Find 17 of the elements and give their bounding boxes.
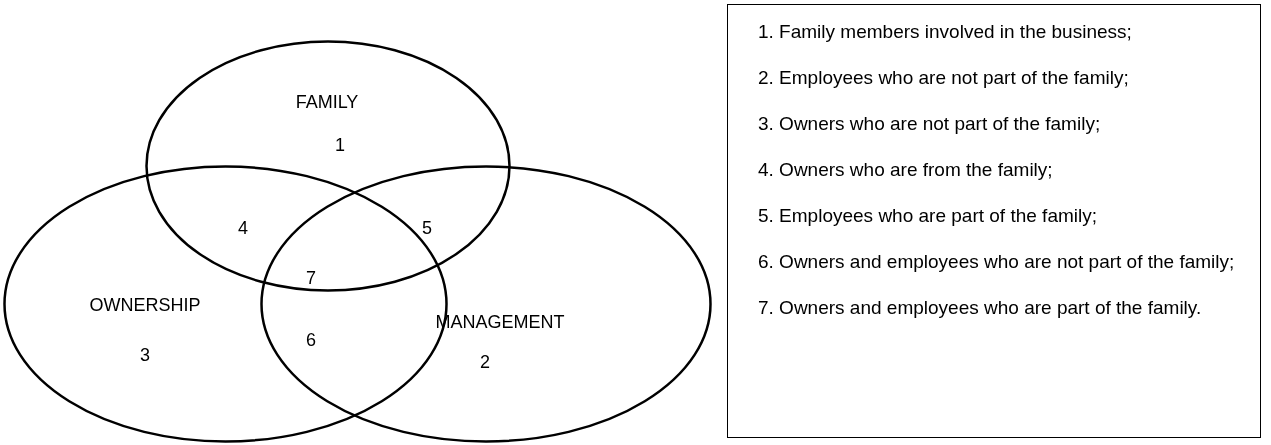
list-item: 4. Owners who are from the family; xyxy=(758,158,1054,182)
list-item: 7. Owners and employees who are part of the family. xyxy=(758,296,1203,320)
set-label: FAMILY xyxy=(295,91,359,113)
region-number: 1 xyxy=(335,134,345,156)
list-item: 2. Employees who are not part of the family; xyxy=(758,66,1130,90)
region-number: 4 xyxy=(238,217,248,239)
list-item: 6. Owners and employees who are not part of the family; xyxy=(758,250,1236,274)
text-box xyxy=(727,4,1261,438)
region-number: 5 xyxy=(422,217,432,239)
set-label: OWNERSHIP xyxy=(89,294,201,316)
list-item: 5. Employees who are part of the family; xyxy=(758,204,1098,228)
region-number: 6 xyxy=(306,329,316,351)
region-number: 7 xyxy=(306,267,316,289)
list-item: 1. Family members involved in the business; xyxy=(758,20,1133,44)
region-number: 3 xyxy=(140,344,150,366)
list-item: 3. Owners who are not part of the family; xyxy=(758,112,1102,136)
region-number: 2 xyxy=(480,351,490,373)
